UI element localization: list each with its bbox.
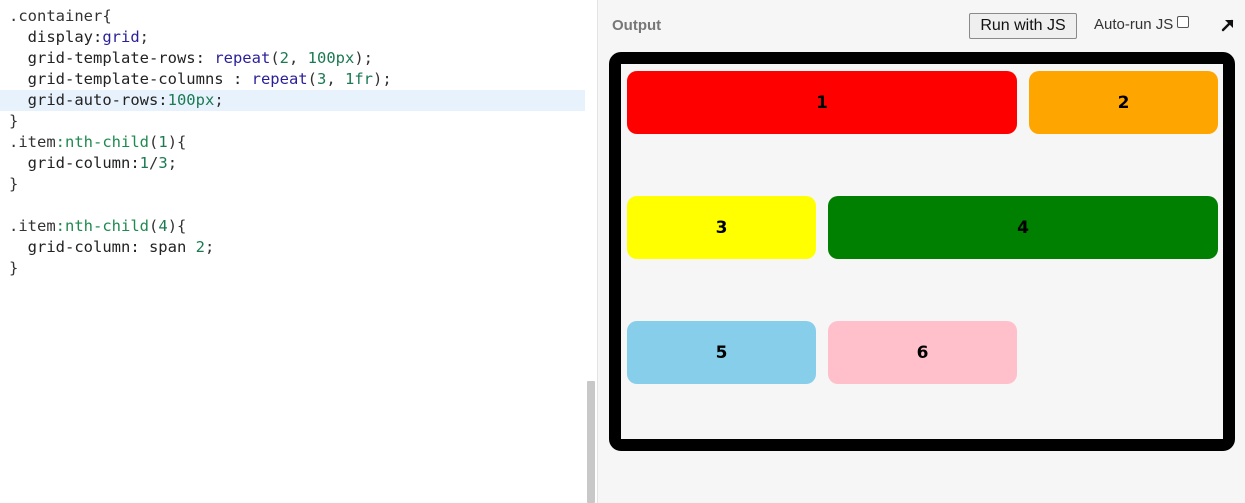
code-token: ;: [214, 91, 224, 109]
grid-item-6: 6: [828, 321, 1017, 384]
code-token: {: [102, 7, 112, 25]
grid-item-4: 4: [828, 196, 1218, 259]
grid-item-5: 5: [627, 321, 816, 384]
code-line[interactable]: .container{: [0, 6, 585, 27]
code-token: 3: [158, 154, 168, 172]
code-token: grid: [102, 28, 140, 46]
code-token: 1: [139, 154, 149, 172]
code-token: 3: [316, 70, 327, 88]
editor-scrollbar-thumb[interactable]: [587, 381, 595, 503]
code-token: 100px: [307, 49, 355, 67]
code-line[interactable]: grid-template-columns : repeat(3, 1fr);: [0, 69, 585, 90]
code-token: grid-template-rows:: [9, 49, 215, 67]
code-line[interactable]: .item:nth-child(1){: [0, 132, 585, 153]
code-token: 1fr: [345, 70, 373, 88]
code-token: (: [149, 217, 159, 235]
grid-item-2: 2: [1029, 71, 1218, 134]
code-area[interactable]: .container{ display:grid; grid-template-…: [0, 6, 585, 279]
code-token: grid-column:: [9, 154, 140, 172]
code-line[interactable]: grid-auto-rows:100px;: [0, 90, 585, 111]
grid-item-3: 3: [627, 196, 816, 259]
code-token: }: [9, 112, 19, 130]
code-line[interactable]: .item:nth-child(4){: [0, 216, 585, 237]
run-with-js-button[interactable]: Run with JS: [969, 13, 1077, 39]
code-token: :nth-child: [55, 133, 149, 151]
expand-arrow-icon[interactable]: [1219, 16, 1237, 34]
code-line[interactable]: display:grid;: [0, 27, 585, 48]
code-token: (: [270, 49, 280, 67]
autorun-toggle[interactable]: Auto-run JS: [1094, 15, 1190, 33]
code-token: 2: [195, 238, 205, 256]
code-token: .item: [9, 133, 56, 151]
code-token: grid-template-columns :: [9, 70, 252, 88]
code-token: (: [149, 133, 159, 151]
output-title: Output: [612, 17, 662, 34]
code-token: ,: [289, 49, 308, 67]
code-line[interactable]: }: [0, 258, 585, 279]
code-token: repeat: [251, 70, 308, 88]
code-token: 4: [158, 217, 168, 235]
code-line[interactable]: grid-column: span 2;: [0, 237, 585, 258]
css-editor[interactable]: .container{ display:grid; grid-template-…: [0, 0, 598, 503]
code-line[interactable]: }: [0, 174, 585, 195]
code-token: (: [307, 70, 317, 88]
code-token: :nth-child: [55, 217, 149, 235]
code-line[interactable]: grid-column:1/3;: [0, 153, 585, 174]
code-token: ,: [326, 70, 345, 88]
code-line[interactable]: [0, 195, 585, 216]
code-token: .item: [9, 217, 56, 235]
code-token: }: [9, 175, 19, 193]
code-token: ;: [139, 28, 149, 46]
code-token: ){: [167, 217, 187, 235]
grid-item-1: 1: [627, 71, 1017, 134]
autorun-label: Auto-run JS: [1094, 16, 1174, 33]
code-token: }: [9, 259, 19, 277]
code-token: display:: [9, 28, 103, 46]
editor-scrollbar[interactable]: [585, 0, 597, 503]
code-token: /: [149, 154, 159, 172]
code-token: ){: [167, 133, 187, 151]
code-token: .container: [9, 7, 103, 25]
code-token: );: [373, 70, 392, 88]
code-token: repeat: [214, 49, 271, 67]
code-line[interactable]: }: [0, 111, 585, 132]
autorun-checkbox[interactable]: [1177, 15, 1190, 28]
code-token: 1: [158, 133, 168, 151]
code-line[interactable]: grid-template-rows: repeat(2, 100px);: [0, 48, 585, 69]
code-token: 2: [279, 49, 289, 67]
code-token: grid-column: span: [9, 238, 196, 256]
code-token: 100px: [167, 91, 215, 109]
code-token: ;: [204, 238, 215, 256]
code-token: ;: [167, 154, 178, 172]
code-token: grid-auto-rows:: [9, 91, 168, 109]
code-token: );: [354, 49, 374, 67]
